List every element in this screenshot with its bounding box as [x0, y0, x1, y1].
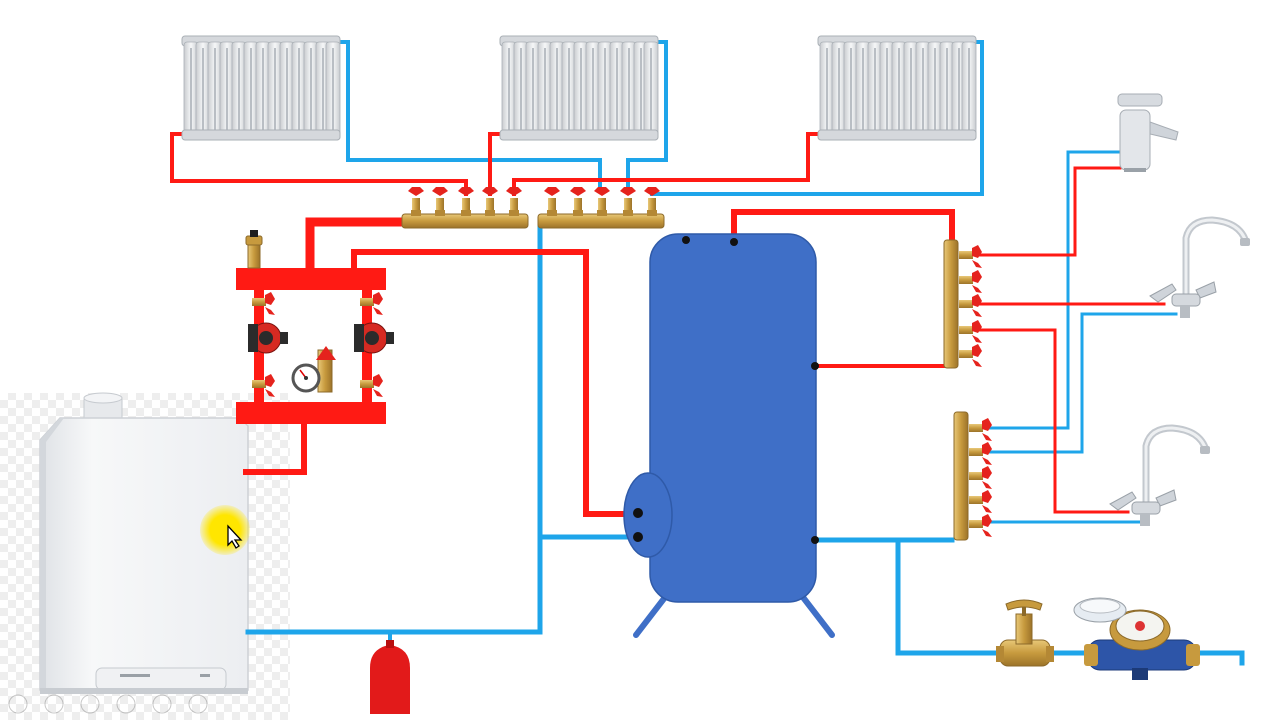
gauge-icon — [291, 363, 321, 393]
cold-water-manifold — [953, 411, 992, 541]
kitchen-mixer-2 — [1109, 424, 1210, 526]
cold-return-pipes — [245, 40, 1245, 666]
radiator-icon — [817, 129, 977, 141]
main-shutoff-valve — [996, 599, 1054, 667]
faucet-icon — [1109, 424, 1210, 526]
hot-water-manifold — [943, 239, 982, 369]
radiator-2 — [499, 35, 659, 141]
boiler-area — [0, 392, 290, 720]
air-vent-icon — [245, 230, 263, 269]
water-meter-icon — [1073, 597, 1200, 680]
basin-mixer — [1117, 93, 1179, 172]
expansion-tank-icon — [370, 645, 410, 714]
mouse-cursor-icon — [227, 524, 243, 549]
faucet-icon — [1149, 216, 1250, 318]
heating-manifold-supply — [401, 187, 529, 229]
gate-valve-icon — [996, 599, 1054, 667]
heating-manifold-return — [537, 187, 665, 229]
faucet-icon — [1117, 93, 1179, 172]
radiator-icon — [499, 129, 659, 141]
kitchen-mixer-1 — [1149, 216, 1250, 318]
arrow-right-icon[interactable] — [44, 694, 64, 714]
circulation-pump-2 — [354, 322, 394, 354]
boiler-icon — [39, 392, 249, 694]
indirect-water-heater — [623, 233, 835, 638]
radiator-1 — [181, 35, 341, 141]
hydraulic-separator — [236, 230, 394, 424]
cursor-highlight — [200, 505, 250, 555]
manifold-icon — [943, 239, 959, 369]
zoom-icon[interactable] — [152, 694, 172, 714]
more-icon[interactable] — [188, 694, 208, 714]
pen-icon[interactable] — [80, 694, 100, 714]
presentation-toolbar[interactable] — [8, 694, 208, 714]
water-meter — [1073, 597, 1200, 680]
manifold-icon — [401, 213, 529, 229]
radiator-3 — [817, 35, 977, 141]
manifold-icon — [537, 213, 665, 229]
circulation-pump-1 — [248, 322, 288, 354]
arrow-left-icon[interactable] — [8, 694, 28, 714]
tank-icon — [649, 233, 817, 603]
expansion-vessel — [370, 640, 410, 714]
hydro-module-icon — [236, 268, 386, 290]
hot-supply-pipes — [170, 132, 1166, 517]
manifold-icon — [953, 411, 969, 541]
slides-icon[interactable] — [116, 694, 136, 714]
radiator-icon — [181, 129, 341, 141]
